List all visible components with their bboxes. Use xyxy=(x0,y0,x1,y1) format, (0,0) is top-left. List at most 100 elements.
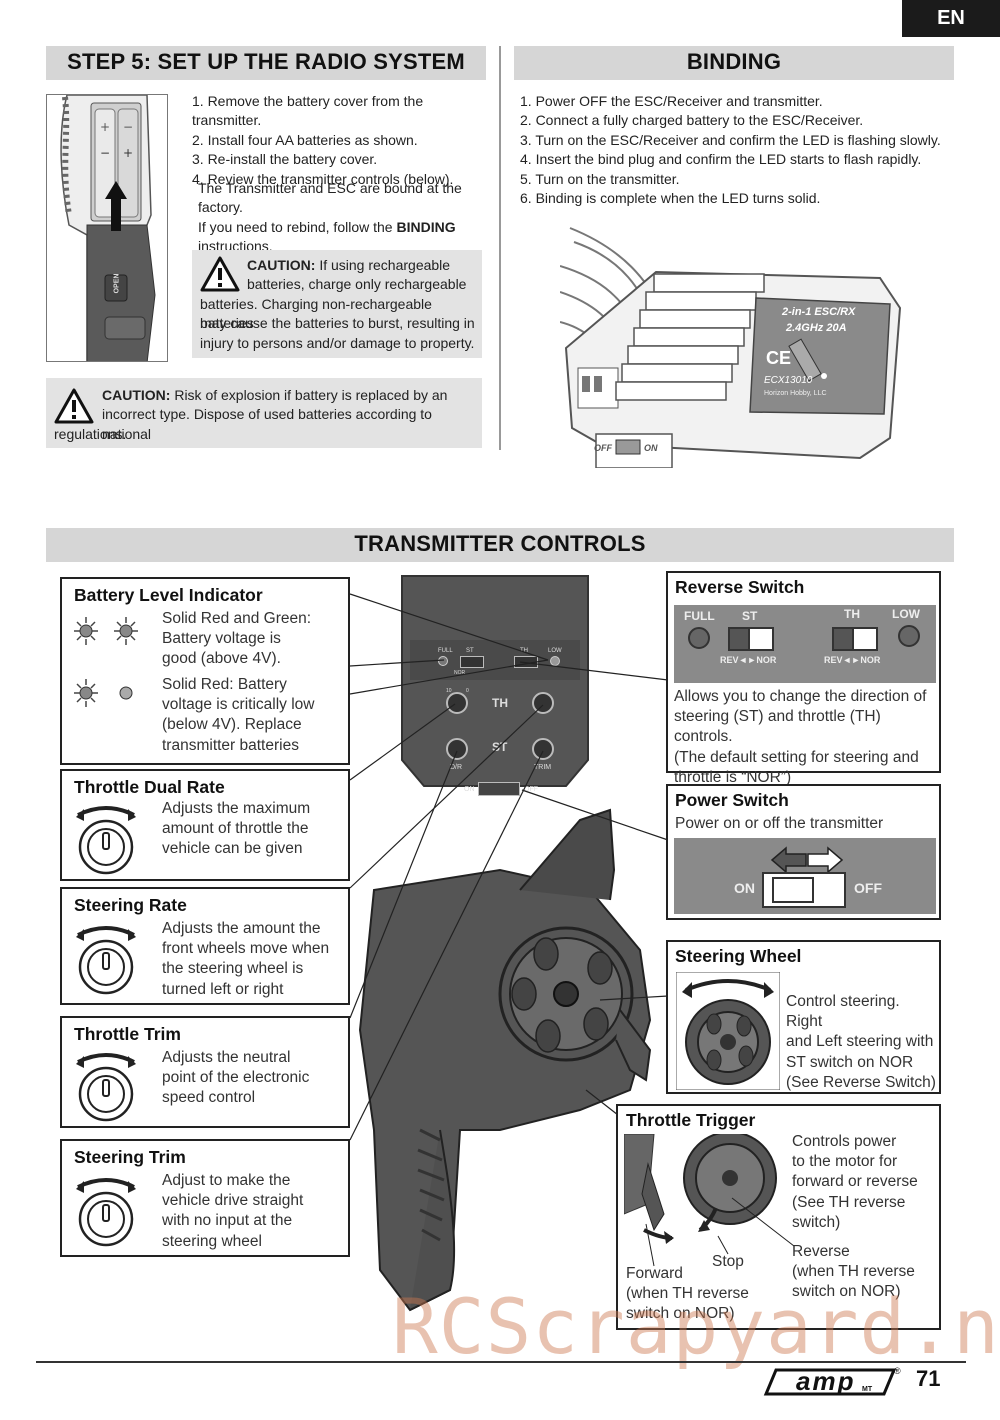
panel-title: Power Switch xyxy=(675,790,789,810)
trigger-leader-lines xyxy=(645,1197,795,1267)
panel-title: Steering Trim xyxy=(74,1147,186,1167)
text-line: forward or reverse xyxy=(792,1173,918,1191)
panel-description: Allows you to change the direction of st… xyxy=(674,687,939,788)
text-line: Adjusts the maximum xyxy=(162,800,311,817)
th-rev-nor-label: REV◄►NOR xyxy=(824,655,881,665)
tx-battery-led xyxy=(438,656,448,666)
esc-maker: Horizon Hobby, LLC xyxy=(764,390,827,397)
dial-knob-icon xyxy=(76,926,136,995)
st-label: ST xyxy=(742,609,758,623)
caution2-line: regulations. xyxy=(54,425,127,442)
text-line: Controls power xyxy=(792,1133,897,1150)
text-line: Reverse xyxy=(792,1243,850,1260)
panel-title: Steering Rate xyxy=(74,895,187,915)
tx-full-label: FULL xyxy=(438,648,453,654)
list-item: 1. Remove the battery cover from the tra… xyxy=(192,93,424,129)
caution1-line: CAUTION: If using rechargeable xyxy=(247,256,479,275)
note-text: If you need to rebind, follow the xyxy=(198,218,397,235)
esc-label: 2-in-1 ESC/RX xyxy=(782,306,856,318)
logo-registered: ® xyxy=(894,1366,901,1376)
battery-level-panel: Battery Level Indicator Solid Red and Gr… xyxy=(60,577,350,765)
led-red-green-icon xyxy=(74,617,138,645)
reverse-label: Reverse (when TH reverse switch on NOR) xyxy=(792,1242,915,1303)
tx-power-switch[interactable] xyxy=(478,782,520,796)
tx-on-label: ON xyxy=(464,786,475,793)
throttle-dual-rate-panel: Throttle Dual Rate Adjusts the maximum a… xyxy=(60,769,350,881)
st-rev-nor-label: REV◄►NOR xyxy=(720,655,777,665)
text-line: the steering wheel is xyxy=(162,960,304,978)
list-item: 3. Re-install the battery cover. xyxy=(192,151,378,168)
steering-trim-dial[interactable] xyxy=(532,738,554,760)
tx-low-led xyxy=(550,656,560,666)
text-line: (when TH reverse xyxy=(792,1263,915,1281)
column-divider xyxy=(499,46,501,450)
list-item: 3. Turn on the ESC/Receiver and confirm … xyxy=(520,131,941,148)
text-line: point of the electronic xyxy=(162,1069,310,1087)
amp-logo: amp MT ® xyxy=(762,1366,902,1398)
led-red-only-icon xyxy=(74,679,133,707)
esc-switch-on: ON xyxy=(644,443,658,453)
forward-label: Forward (when TH reverse switch on NOR) xyxy=(626,1264,749,1325)
warning-icon xyxy=(200,256,240,292)
full-label: FULL xyxy=(684,609,715,623)
panel-title: Reverse Switch xyxy=(675,577,805,597)
text-line: speed control xyxy=(162,1089,256,1107)
th-reverse-toggle[interactable] xyxy=(832,627,878,651)
svg-text:+: + xyxy=(100,120,110,134)
logo-sub: MT xyxy=(862,1386,873,1393)
text-line: Adjusts the neutral xyxy=(162,1049,291,1066)
text-line: switch on NOR) xyxy=(792,1283,901,1301)
low-label: LOW xyxy=(892,607,920,621)
panel-description: Adjusts the amount the front wheels move… xyxy=(162,919,329,1000)
esc-receiver-illustration: 2-in-1 ESC/RX 2.4GHz 20A CE ECX13010 Hor… xyxy=(559,218,910,469)
panel-title: Throttle Dual Rate xyxy=(74,777,225,797)
list-item: 4. Review the transmitter controls (belo… xyxy=(192,170,454,187)
text-line: switch on NOR) xyxy=(626,1305,735,1323)
text-line: good (above 4V). xyxy=(162,650,281,668)
reverse-switch-graphic: FULL ST TH LOW REV◄►NOR REV◄►NOR xyxy=(674,605,936,683)
text-line: Solid Red and Green: xyxy=(162,610,312,627)
low-led-icon xyxy=(898,625,920,647)
panel-title: Battery Level Indicator xyxy=(74,585,263,605)
caution1-line: may cause the batteries to burst, result… xyxy=(200,315,475,332)
text-line: Battery voltage is xyxy=(162,630,281,648)
stop-label: Stop xyxy=(712,1253,744,1270)
panel-title: Steering Wheel xyxy=(675,946,802,966)
panel-description: Power on or off the transmitter xyxy=(675,815,884,832)
panel-description: Control steering. Right and Left steerin… xyxy=(786,992,939,1093)
step5-heading: STEP 5: SET UP THE RADIO SYSTEM xyxy=(46,46,486,80)
throttle-trim-dial[interactable] xyxy=(532,692,554,714)
text-line: to the motor for xyxy=(792,1153,898,1171)
text-line: steering wheel xyxy=(162,1232,262,1250)
text-line: Adjusts the amount the xyxy=(162,920,321,937)
text-line: vehicle drive straight xyxy=(162,1192,304,1210)
text-line: steering (ST) and throttle (TH) controls… xyxy=(674,708,881,746)
panel-title: Throttle Trigger xyxy=(626,1110,756,1130)
tx-th-label: TH xyxy=(520,648,528,654)
th-label: TH xyxy=(844,607,860,621)
list-item: 2. Connect a fully charged battery to th… xyxy=(520,112,864,129)
dial-knob-icon xyxy=(76,1053,136,1122)
text-line: turned left or right xyxy=(162,980,284,998)
text-line: Forward xyxy=(626,1265,683,1282)
list-item: 1. Power OFF the ESC/Receiver and transm… xyxy=(520,93,823,109)
text-line: amount of throttle the xyxy=(162,820,309,838)
power-toggle[interactable] xyxy=(762,872,846,908)
text-line: ST switch on NOR xyxy=(786,1053,914,1071)
note-line: If you need to rebind, follow the BINDIN… xyxy=(198,218,492,237)
tx-st-reverse-switch[interactable] xyxy=(460,656,484,668)
power-switch-panel: Power Switch Power on or off the transmi… xyxy=(666,784,941,920)
dial-knob-icon xyxy=(76,1178,136,1247)
throttle-dual-rate-dial[interactable] xyxy=(446,692,468,714)
battery-install-illustration: + − − + OPEN xyxy=(46,94,168,362)
step5-instructions: 1. Remove the battery cover from the tra… xyxy=(192,92,492,189)
text-line: (See Reverse Switch) xyxy=(786,1073,936,1091)
st-reverse-toggle[interactable] xyxy=(728,627,774,651)
caution-label: CAUTION: xyxy=(247,257,316,273)
text-line: transmitter batteries xyxy=(162,736,299,754)
power-off-label: OFF xyxy=(854,880,882,896)
steering-rate-dial[interactable] xyxy=(446,738,468,760)
panel-description: Adjust to make the vehicle drive straigh… xyxy=(162,1171,303,1252)
factory-bound-note: The Transmitter and ESC are bound at the… xyxy=(198,179,492,257)
text-line: with no input at the xyxy=(162,1212,293,1230)
